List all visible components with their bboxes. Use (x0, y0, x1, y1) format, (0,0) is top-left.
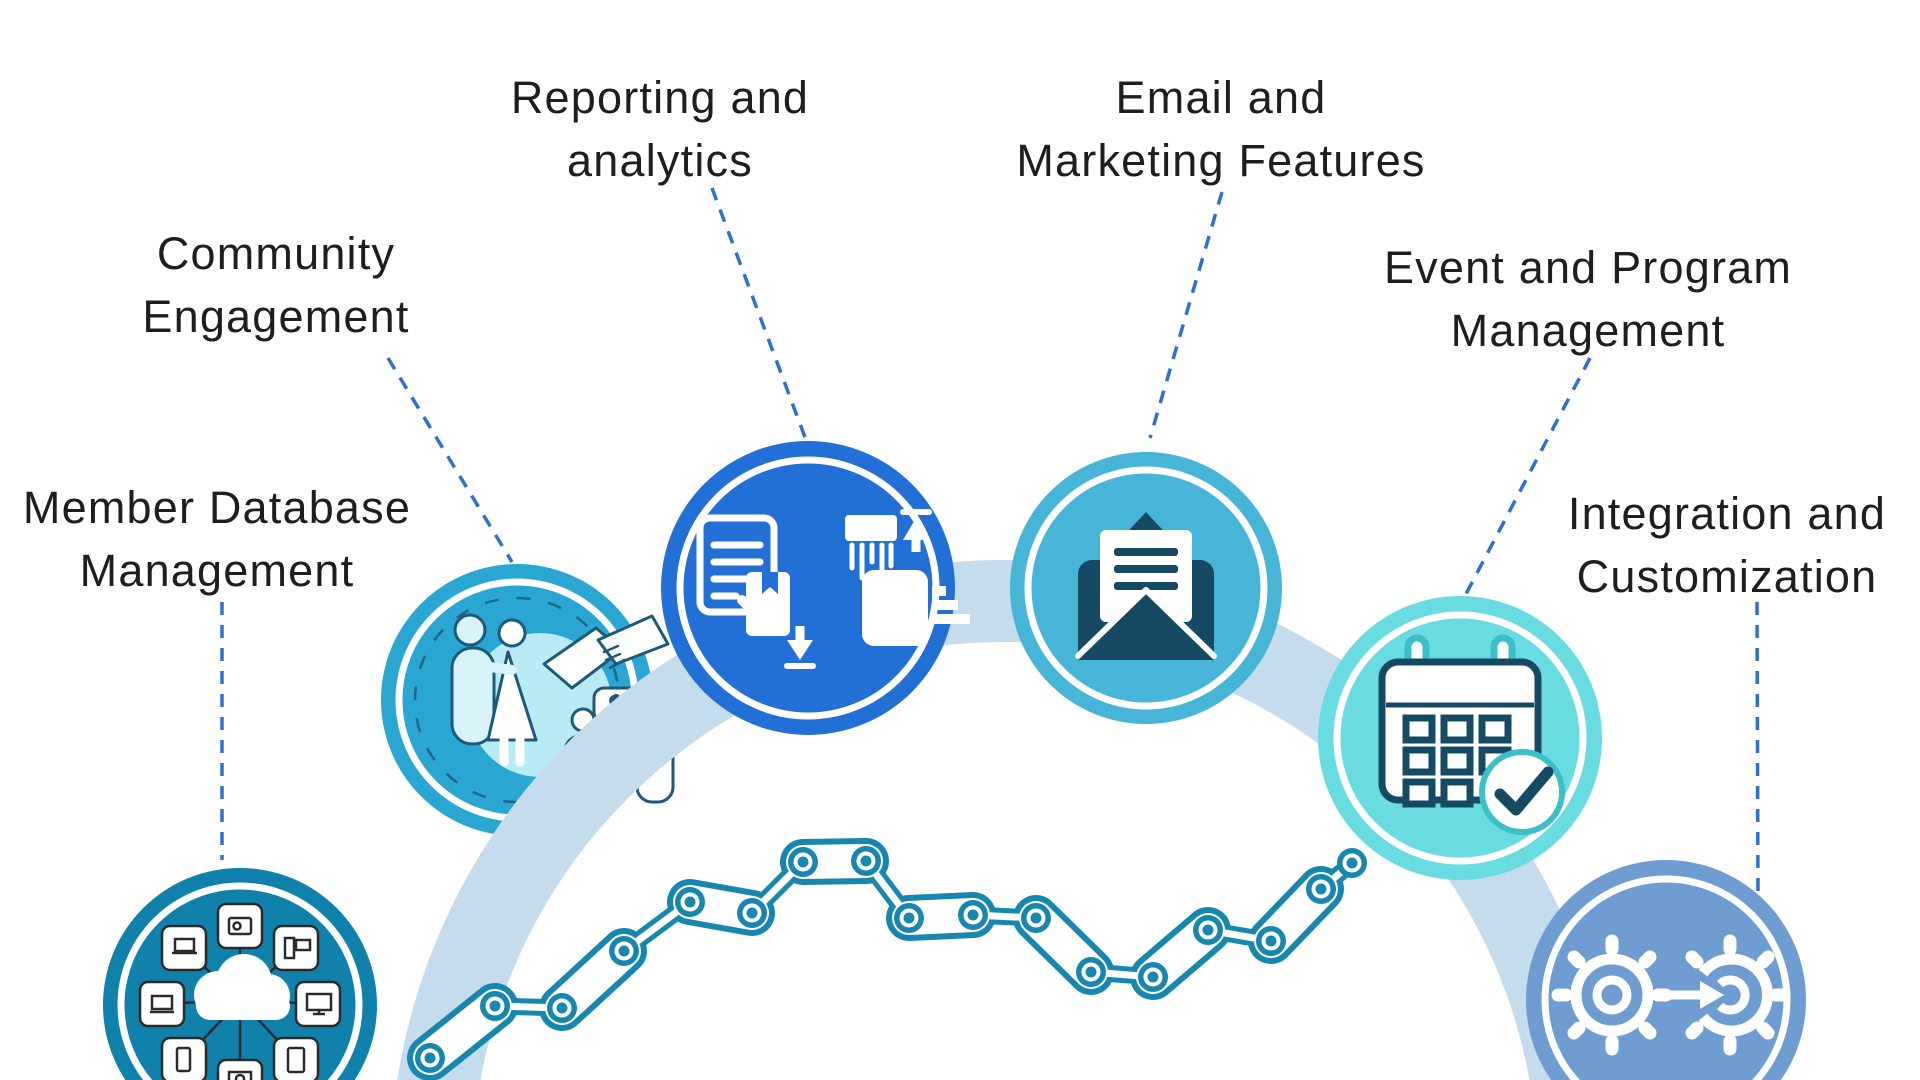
email-circle (1010, 452, 1282, 724)
feature-label-email-marketing: Email and Marketing Features (1001, 66, 1441, 192)
label-line-1: Event and Program (1383, 242, 1793, 293)
reporting-circle (661, 441, 970, 735)
event-circle (1318, 596, 1602, 880)
documents-data-transfer-icon (696, 509, 970, 669)
email-ring (1024, 466, 1268, 710)
label-line-2: Management (79, 545, 355, 596)
feature-label-community-engagement: Community Engagement (56, 222, 496, 348)
integration-circle (1526, 860, 1806, 1080)
arc-band (397, 560, 1613, 1080)
open-envelope-letter-icon (1075, 512, 1217, 660)
calendar-checkmark-icon (1378, 634, 1565, 835)
label-line-2: analytics (567, 135, 753, 186)
gears-arrow-icon (1551, 934, 1791, 1056)
event-ring (1333, 611, 1587, 865)
label-line-1: Email and (1115, 72, 1327, 123)
label-line-1: Integration and (1567, 488, 1887, 539)
cloud-shape (194, 954, 290, 1020)
connector-community (386, 357, 514, 563)
chain-graphic (407, 838, 1367, 1080)
label-line-1: Member Database (22, 482, 412, 533)
label-line-2: Customization (1576, 551, 1878, 602)
label-line-1: Community (156, 228, 396, 279)
cloud-connected-devices-icon (138, 902, 342, 1080)
feature-label-reporting-analytics: Reporting and analytics (440, 66, 880, 192)
connector-email (1148, 191, 1224, 439)
feature-label-event-program: Event and Program Management (1368, 236, 1808, 362)
connector-lines (220, 187, 1760, 897)
label-line-2: Marketing Features (1016, 135, 1426, 186)
feature-label-member-database-management: Member Database Management (0, 476, 434, 602)
label-line-2: Engagement (142, 291, 410, 342)
connector-reporting (710, 187, 808, 441)
label-line-1: Reporting and (510, 72, 810, 123)
member-database-circle (103, 868, 377, 1080)
connector-integration (1755, 601, 1760, 897)
member-database-ring (117, 882, 363, 1080)
feature-label-integration-customization: Integration and Customization (1507, 482, 1920, 608)
label-line-2: Management (1450, 305, 1726, 356)
